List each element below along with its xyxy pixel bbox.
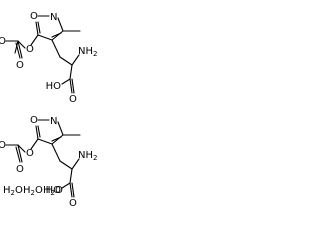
atom-o: O: [30, 115, 38, 126]
bond: [37, 125, 41, 138]
bond: [61, 78, 71, 85]
bond: [35, 21, 39, 36]
atom-o: O: [26, 148, 34, 159]
bond: [57, 121, 64, 136]
bond: [71, 54, 80, 66]
bond: [69, 64, 73, 80]
bond: [30, 34, 39, 46]
water-molecules: H2O H2O H2O: [3, 185, 63, 197]
bond: [51, 143, 61, 162]
atom-o: O: [69, 198, 77, 209]
atom-ho: HO: [46, 81, 62, 92]
bond: [51, 134, 64, 145]
atom-ho: HO: [0, 140, 6, 151]
bond: [71, 78, 75, 94]
bond: [59, 160, 73, 170]
atom-o: O: [30, 11, 38, 22]
bond: [57, 17, 64, 32]
atom-nh2: NH2: [78, 150, 97, 162]
bond: [37, 34, 53, 41]
bond: [17, 144, 23, 163]
structure-canvas: O N O HO O NH2 HO O O N O HO O NH2: [0, 11, 97, 209]
atom-o: O: [16, 164, 24, 175]
bond: [69, 168, 73, 184]
bond: [59, 56, 73, 66]
bond: [51, 32, 62, 38]
molecule-top: O N O HO O NH2 HO O: [0, 11, 97, 105]
bond: [37, 138, 53, 145]
bond: [69, 182, 73, 198]
atom-nh2: NH2: [78, 46, 97, 58]
bond: [35, 125, 39, 140]
atom-ho: HO: [0, 36, 6, 47]
molecule-bottom: O N O HO O NH2 HO O: [0, 115, 97, 209]
bond: [51, 136, 62, 142]
bond: [61, 182, 71, 189]
bond: [30, 138, 39, 150]
bond: [15, 146, 21, 163]
water-molecule: H2O: [43, 185, 63, 197]
bond: [51, 39, 61, 58]
atom-n: N: [50, 116, 57, 127]
bond: [17, 144, 26, 153]
bond: [51, 30, 64, 41]
water-molecule: H2O: [3, 185, 23, 197]
atom-n: N: [50, 12, 57, 23]
atom-o: O: [69, 94, 77, 105]
bond: [17, 40, 26, 49]
atom-o: O: [26, 44, 34, 55]
bond: [71, 182, 75, 198]
water-molecule: H2O: [23, 185, 43, 197]
structure-svg: O N O HO O NH2 HO O O N O HO O NH2: [0, 11, 97, 209]
atom-ho: HO: [46, 185, 62, 196]
bond: [15, 42, 21, 59]
bond: [17, 40, 23, 59]
bond: [69, 78, 73, 94]
atom-o: O: [16, 60, 24, 71]
bond: [71, 158, 80, 170]
bond: [37, 21, 41, 34]
